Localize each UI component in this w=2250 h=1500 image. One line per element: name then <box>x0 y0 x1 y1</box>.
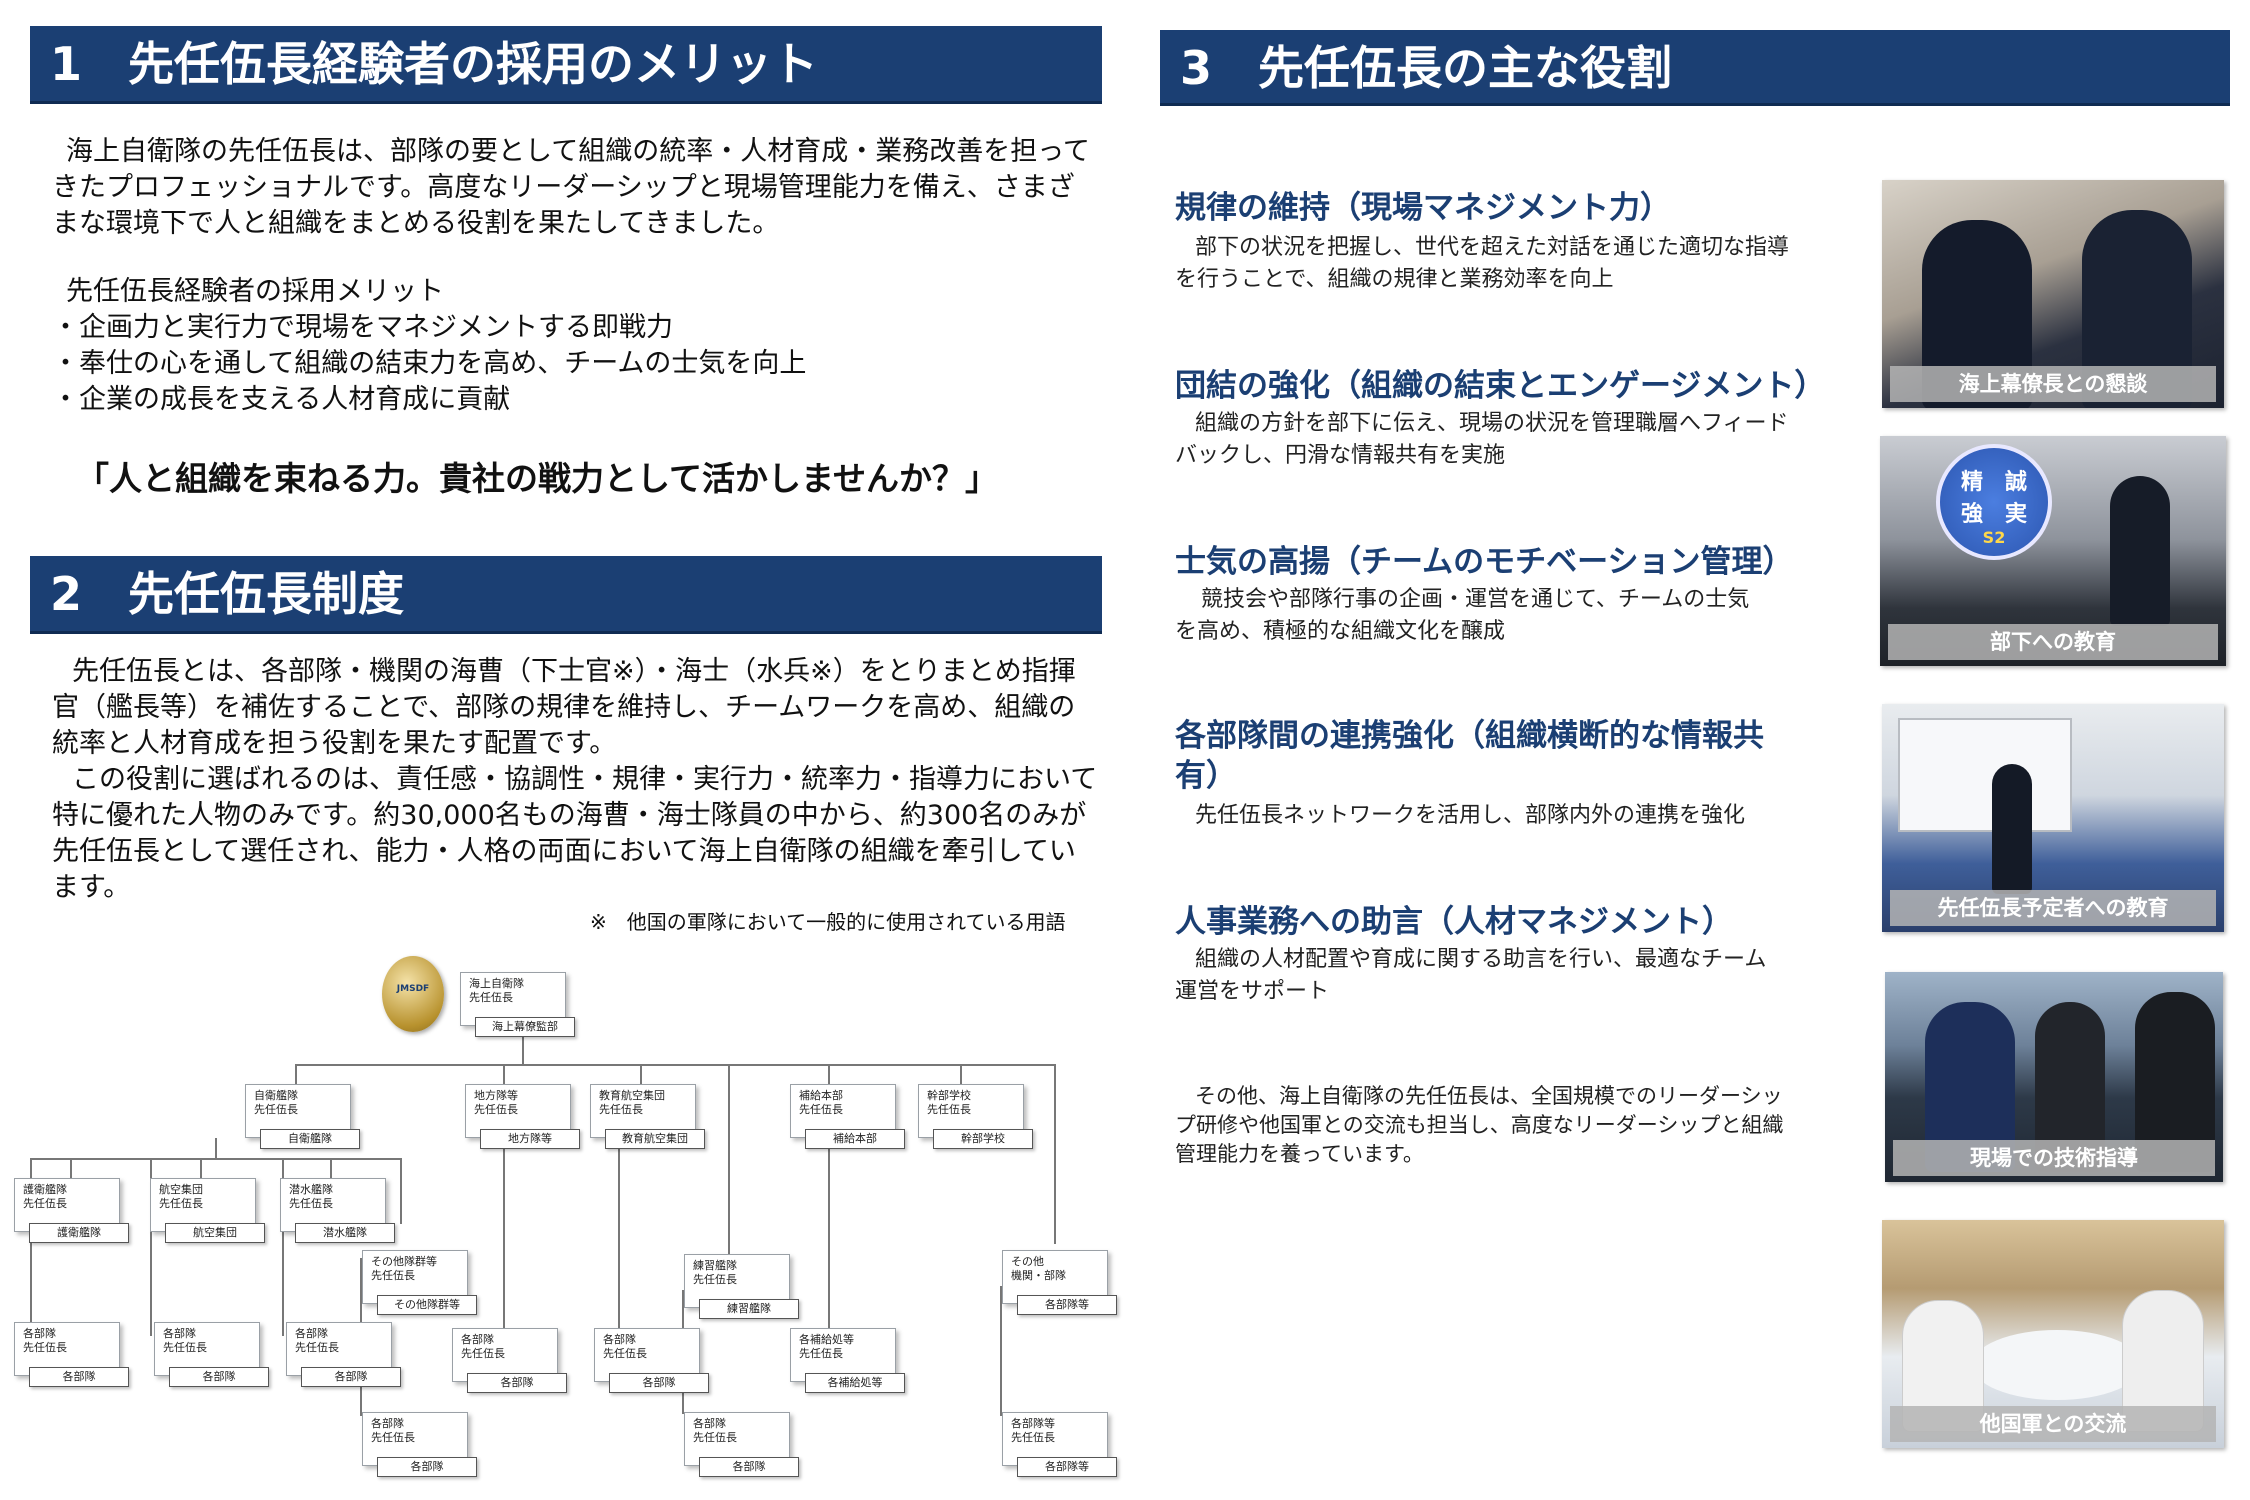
chart-line <box>1000 1286 1002 1416</box>
org-node-supply-depot: 各補給処等先任伍長 各補給処等 <box>790 1328 905 1393</box>
photo-meeting: 海上幕僚長との懇談 <box>1882 180 2224 408</box>
whiteboard <box>1898 718 2072 832</box>
merits-title: 先任伍長経験者の採用メリット <box>66 276 444 307</box>
photo-training-subordinates: 精 誠 強 実 S2 部下への教育 <box>1880 436 2226 666</box>
photo-technical-guidance: 現場での技術指導 <box>1885 972 2223 1182</box>
org-node-escort: 護衛艦隊先任伍長 護衛艦隊 <box>14 1178 129 1243</box>
org-node-training-air: 教育航空集団先任伍長 教育航空集団 <box>590 1084 705 1149</box>
chart-line <box>503 1138 505 1344</box>
section1-intro: 海上自衛隊の先任伍長は、部隊の要として組織の統率・人材育成・業務改善を担ってきた… <box>52 136 1090 239</box>
badge-mark-text: S2 <box>1982 528 2006 547</box>
badge-top-text: 精 誠 <box>1960 470 2027 495</box>
chart-line <box>200 1158 202 1178</box>
photo-caption: 部下への教育 <box>1888 624 2218 660</box>
role-desc: 組織の方針を部下に伝え、現場の状況を管理職層へフィードバックし、円滑な情報共有を… <box>1175 411 1789 468</box>
emblem-text: JMSDF <box>396 984 430 994</box>
role-title: 各部隊間の連携強化（組織横断的な情報共有） <box>1175 718 1764 794</box>
section1-quote: 「人と組織を束ねる力。貴社の戦力として活かしませんか？」 <box>76 459 999 498</box>
merit-item: ・企画力と実行力で現場をマネジメントする即戦力 <box>52 312 673 343</box>
photo-caption: 先任伍長予定者への教育 <box>1890 890 2216 926</box>
org-node-supply: 補給本部先任伍長 補給本部 <box>790 1084 905 1149</box>
section2-body: 先任伍長とは、各部隊・機関の海曹（下士官※）・海士（水兵※）をとりまとめ指揮官（… <box>52 654 1102 906</box>
photo-caption: 海上幕僚長との懇談 <box>1890 366 2216 402</box>
unit-badge-icon: 精 誠 強 実 S2 <box>1936 444 2052 560</box>
role-desc: 先任伍長ネットワークを活用し、部隊内外の連携を強化 <box>1195 803 1746 828</box>
org-node-unit: 各部隊先任伍長 各部隊 <box>452 1328 567 1393</box>
merit-item: ・企業の成長を支える人材育成に貢献 <box>52 384 511 415</box>
table-shape <box>1972 1330 2142 1400</box>
org-node-other-groups: その他隊群等先任伍長 その他隊群等 <box>362 1250 477 1315</box>
photo-caption: 現場での技術指導 <box>1893 1140 2215 1176</box>
org-node-unit: 各部隊等先任伍長 各部隊等 <box>1002 1412 1117 1477</box>
chart-line <box>960 1064 962 1084</box>
section3-closing: その他、海上自衛隊の先任伍長は、全国規模でのリーダーシップ研修や他国軍との交流も… <box>1175 1084 1784 1166</box>
jmsdf-emblem-icon: JMSDF <box>382 956 444 1032</box>
org-node-hq: 海上自衛隊先任伍長 海上幕僚監部 <box>460 972 575 1037</box>
org-node-other-units: その他機関・部隊 各部隊等 <box>1002 1250 1117 1315</box>
photo-international-exchange: 他国軍との交流 <box>1882 1220 2224 1448</box>
chart-line <box>503 1064 505 1084</box>
org-node-unit: 各部隊先任伍長 各部隊 <box>154 1322 269 1387</box>
org-node-staff-college: 幹部学校先任伍長 幹部学校 <box>918 1084 1033 1149</box>
section2-header: 2 先任伍長制度 <box>30 556 1102 634</box>
org-node-unit: 各部隊先任伍長 各部隊 <box>594 1328 709 1393</box>
person-figure <box>1992 764 2032 894</box>
role-title: 人事業務への助言（人材マネジメント） <box>1175 904 1733 940</box>
section3-header: 3 先任伍長の主な役割 <box>1160 30 2230 106</box>
org-node-training-squadron: 練習艦隊先任伍長 練習艦隊 <box>684 1254 799 1319</box>
badge-bottom-text: 強 実 <box>1960 502 2027 527</box>
chart-line <box>30 1158 32 1336</box>
chart-line <box>400 1158 402 1224</box>
chart-line <box>618 1138 620 1344</box>
org-node-submarine: 潜水艦隊先任伍長 潜水艦隊 <box>280 1178 395 1243</box>
role-title: 士気の高揚（チームのモチベーション管理） <box>1175 544 1794 580</box>
org-node-unit: 各部隊先任伍長 各部隊 <box>362 1412 477 1477</box>
org-node-unit: 各部隊先任伍長 各部隊 <box>684 1412 799 1477</box>
role-desc: 組織の人材配置や育成に関する助言を行い、最適なチーム運営をサポート <box>1175 947 1767 1004</box>
section2-p1: 先任伍長とは、各部隊・機関の海曹（下士官※）・海士（水兵※）をとりまとめ指揮官（… <box>52 656 1076 759</box>
org-chart: JMSDF 海上自衛隊先任伍長 海上幕僚監部 自衛艦隊先任伍長 自衛艦隊 地方隊… <box>0 0 1117 1500</box>
org-node-unit: 各部隊先任伍長 各部隊 <box>286 1322 401 1387</box>
chart-line <box>640 1064 642 1084</box>
role-desc: 競技会や部隊行事の企画・運営を通じて、チームの士気を高め、積極的な組織文化を醸成 <box>1175 587 1750 644</box>
org-node-district: 地方隊等先任伍長 地方隊等 <box>465 1084 580 1149</box>
chart-line <box>295 1064 1055 1066</box>
org-node-fleet: 自衛艦隊先任伍長 自衛艦隊 <box>245 1084 360 1149</box>
org-node-unit: 各部隊先任伍長 各部隊 <box>14 1322 129 1387</box>
section2-p2: この役割に選ばれるのは、責任感・協調性・規律・実行力・統率力・指導力において特に… <box>52 764 1098 903</box>
photo-caption: 他国軍との交流 <box>1890 1406 2216 1442</box>
chart-line <box>70 1158 72 1178</box>
chart-line <box>828 1138 830 1344</box>
role-title: 団結の強化（組織の結束とエンゲージメント） <box>1175 368 1826 404</box>
person-figure <box>2110 476 2170 626</box>
photo-training-candidates: 先任伍長予定者への教育 <box>1882 704 2224 932</box>
chart-line <box>522 1032 524 1064</box>
role-title: 規律の維持（現場マネジメント力） <box>1175 190 1671 226</box>
section2-note: ※ 他国の軍隊において一般的に使用されている用語 <box>590 910 1066 934</box>
chart-line <box>30 1158 400 1160</box>
chart-line <box>295 1064 297 1084</box>
section1-header: 1 先任伍長経験者の採用のメリット <box>30 26 1102 104</box>
chart-line <box>150 1158 152 1336</box>
org-node-air: 航空集団先任伍長 航空集団 <box>150 1178 265 1243</box>
merit-item: ・奉仕の心を通して組織の結束力を高め、チームの士気を向上 <box>52 348 807 379</box>
chart-line <box>1054 1064 1056 1244</box>
chart-line <box>215 1138 217 1158</box>
merits-list: 先任伍長経験者の採用メリット ・企画力と実行力で現場をマネジメントする即戦力 ・… <box>52 274 1092 418</box>
chart-line <box>330 1158 332 1178</box>
chart-line <box>828 1064 830 1084</box>
chart-line <box>728 1064 730 1274</box>
chart-line <box>282 1158 284 1336</box>
role-desc: 部下の状況を把握し、世代を超えた対話を通じた適切な指導を行うことで、組織の規律と… <box>1175 235 1790 292</box>
